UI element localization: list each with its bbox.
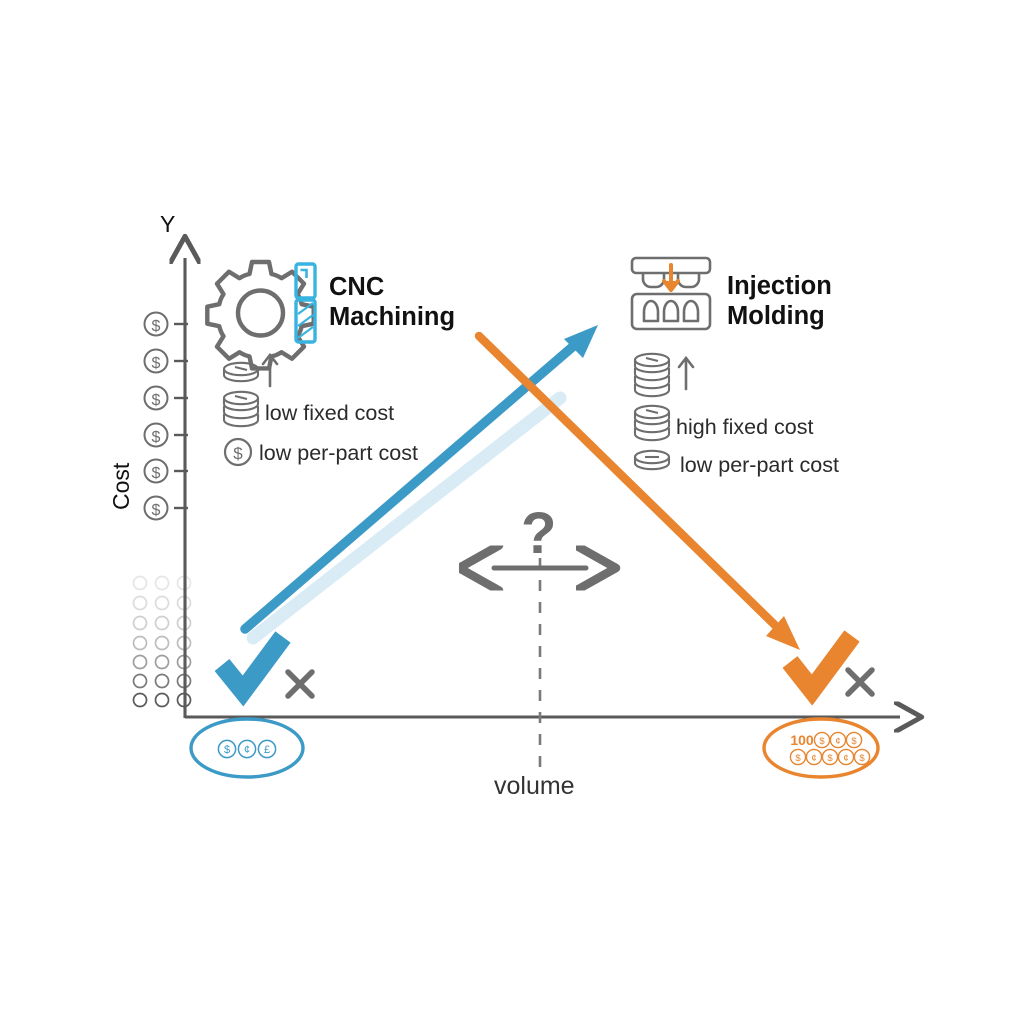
svg-text:$: $ (851, 736, 857, 747)
svg-text:$: $ (827, 753, 833, 764)
svg-text:$: $ (819, 736, 825, 747)
injection-bullet-label-0: high fixed cost (676, 415, 814, 439)
injection-mold-icon (630, 256, 712, 331)
svg-text:¢: ¢ (835, 736, 840, 747)
svg-text:¢: ¢ (843, 753, 848, 764)
end-mill-tool-icon (294, 262, 317, 344)
cnc-process-title: CNC Machining (329, 272, 455, 332)
svg-text:$: $ (152, 429, 161, 446)
single-coin-icon (633, 449, 671, 471)
cnc-process-title-line1: CNC (329, 273, 385, 301)
svg-text:$: $ (152, 502, 161, 519)
cross-icon (845, 667, 875, 697)
svg-text:£: £ (264, 744, 270, 756)
svg-text:$: $ (233, 444, 243, 463)
cnc-curve-shadow (246, 391, 567, 645)
injection-volume-badge: 100 $¢$ $¢$ ¢$ (762, 717, 880, 779)
dollar-coin-icon: $ (223, 437, 253, 467)
y-axis-ticks (174, 322, 188, 510)
cnc-cost-curve (240, 325, 598, 645)
y-axis-label: Cost (108, 462, 134, 510)
coin-stack-small-icon (222, 390, 260, 428)
cnc-bullet-label-1: low per-part cost (259, 441, 418, 465)
y-tick-dollar-coin-icons: $ $ $ $ $ $ (143, 311, 169, 521)
svg-text:$: $ (152, 318, 161, 335)
y-axis-letter: Y (160, 211, 176, 237)
cnc-verdict (214, 631, 315, 707)
injection-verdict (782, 630, 875, 706)
checkmark-icon (782, 630, 860, 706)
svg-text:$: $ (152, 392, 161, 409)
svg-text:$: $ (224, 744, 230, 756)
svg-text:100: 100 (790, 732, 814, 748)
crossover-question-mark: ? (521, 501, 557, 566)
injection-down-arrow-icon (662, 263, 680, 292)
injection-curve-arrowhead (766, 616, 800, 650)
injection-process-title-line1: Injection (727, 272, 832, 300)
svg-text:¢: ¢ (811, 753, 816, 764)
gear-icon (205, 259, 316, 371)
svg-text:$: $ (152, 465, 161, 482)
injection-trend-icon (633, 352, 695, 398)
dot-grid-icon (132, 575, 192, 708)
svg-text:$: $ (795, 753, 801, 764)
up-arrow-icon (677, 355, 695, 391)
cnc-curve-line (240, 332, 589, 634)
injection-bullet-label-1: low per-part cost (680, 453, 839, 477)
cross-icon (285, 669, 315, 699)
checkmark-icon (214, 631, 291, 707)
cnc-bullet-label-0: low fixed cost (265, 401, 395, 425)
cnc-process-title-line2: Machining (329, 303, 456, 332)
cnc-volume-badge: $ ¢ £ (189, 717, 305, 779)
up-arrow-icon (261, 352, 279, 388)
injection-process-title-line2: Molding (727, 302, 825, 331)
x-axis-label: volume (494, 772, 575, 800)
injection-process-title: Injection Molding (727, 271, 832, 331)
coin-stack-medium-icon (633, 404, 671, 442)
svg-text:¢: ¢ (244, 744, 250, 756)
axis-lines (185, 258, 900, 718)
cnc-curve-arrowhead (564, 325, 598, 358)
cnc-trend-icon (222, 352, 279, 388)
svg-text:$: $ (859, 753, 865, 764)
injection-curve-line (474, 331, 788, 638)
injection-cost-curve (474, 331, 800, 650)
svg-text:$: $ (152, 355, 161, 372)
